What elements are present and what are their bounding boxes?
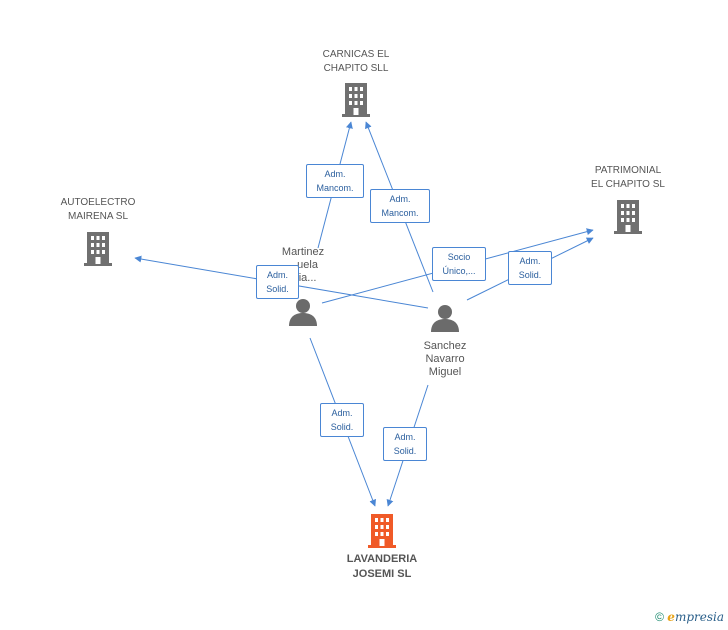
relation-type: Socio bbox=[447, 252, 471, 262]
relation-detail: Solid. bbox=[393, 446, 417, 456]
person-icon bbox=[431, 305, 459, 332]
empresia-logo: empresia bbox=[667, 610, 724, 624]
relation-detail: Solid. bbox=[518, 270, 542, 280]
company-name: CARNICAS EL bbox=[322, 49, 390, 60]
person-name: Navarro bbox=[425, 353, 465, 365]
person-name: Miguel bbox=[428, 366, 462, 378]
company-patrimonial-el-chapito[interactable]: PATRIMONIAL EL CHAPITO SL bbox=[558, 164, 698, 234]
logo-text: mpresia bbox=[674, 610, 724, 624]
company-name: PATRIMONIAL bbox=[594, 165, 662, 176]
relation-detail: Mancom. bbox=[381, 208, 419, 218]
company-lavanderia-josemi[interactable]: LAVANDERIA JOSEMI SL bbox=[312, 512, 452, 582]
relation-type: Adm. bbox=[394, 432, 416, 442]
relation-type: Adm. bbox=[324, 169, 346, 179]
relation-type: Adm. bbox=[389, 194, 411, 204]
empresia-credit[interactable]: © empresia bbox=[655, 610, 724, 624]
relation-type: Adm. bbox=[519, 256, 541, 266]
company-name: EL CHAPITO SL bbox=[591, 179, 665, 190]
relation-detail: Mancom. bbox=[316, 183, 354, 193]
company-name: AUTOELECTRO bbox=[60, 197, 136, 208]
relation-type: Adm. bbox=[266, 270, 288, 280]
company-name: CHAPITO SLL bbox=[323, 63, 389, 74]
relation-detail: Solid. bbox=[266, 284, 289, 294]
person-name: Sanchez bbox=[423, 340, 467, 352]
relation-detail: Único,... bbox=[442, 266, 476, 276]
relation-type: Adm. bbox=[331, 408, 353, 418]
relation-label[interactable]: Adm. Solid. bbox=[256, 265, 299, 299]
person-name: Martinez bbox=[281, 246, 325, 258]
person-martinez[interactable]: Martinez ...uela ...ia... bbox=[270, 246, 336, 326]
person-icon bbox=[289, 299, 317, 326]
company-name: JOSEMI SL bbox=[352, 568, 412, 580]
relation-label[interactable]: Adm. Solid. bbox=[508, 251, 552, 285]
company-autoelectro-mairena[interactable]: AUTOELECTRO MAIRENA SL bbox=[28, 196, 168, 266]
logo-initial: e bbox=[667, 610, 675, 624]
building-icon bbox=[614, 200, 642, 234]
building-icon bbox=[342, 83, 370, 117]
copyright-symbol: © bbox=[655, 610, 664, 624]
company-name: MAIRENA SL bbox=[67, 211, 129, 222]
building-icon bbox=[84, 232, 112, 266]
relation-label[interactable]: Adm. Mancom. bbox=[306, 164, 364, 198]
building-icon bbox=[368, 514, 396, 548]
relation-label[interactable]: Socio Único,... bbox=[432, 247, 486, 281]
company-carnicas-el-chapito[interactable]: CARNICAS EL CHAPITO SLL bbox=[286, 48, 426, 117]
relation-label[interactable]: Adm. Mancom. bbox=[370, 189, 430, 223]
relation-label[interactable]: Adm. Solid. bbox=[320, 403, 364, 437]
relation-detail: Solid. bbox=[330, 422, 354, 432]
person-sanchez-navarro-miguel[interactable]: Sanchez Navarro Miguel bbox=[410, 304, 480, 379]
company-name: LAVANDERIA bbox=[346, 553, 418, 565]
relation-label[interactable]: Adm. Solid. bbox=[383, 427, 427, 461]
